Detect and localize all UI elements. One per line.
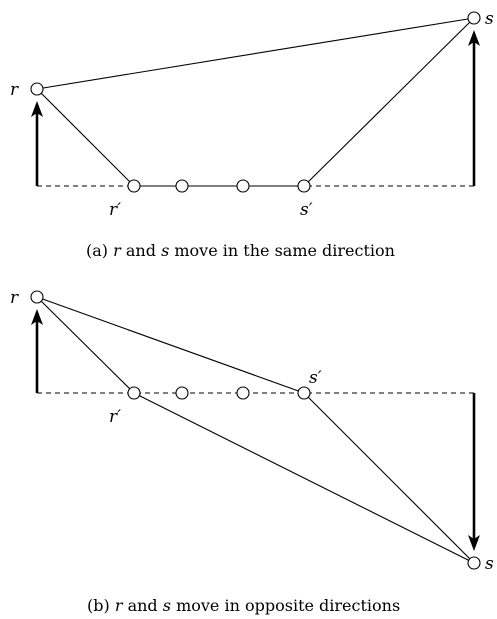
panel-a-caption: (a) r and s move in the same direction (86, 241, 395, 260)
panel-a-arrowhead-s (468, 30, 480, 46)
panel-a-label-r-prime: r′ (109, 200, 121, 220)
panel-b-caption: (b) r and s move in opposite directions (87, 596, 400, 615)
panel-a-caption-tag: (a) (86, 241, 108, 260)
panel-b-label-r: r (10, 288, 19, 308)
panel-b-node-s-prime (297, 386, 311, 400)
panel-a-node-s (467, 11, 481, 25)
panel-b-label-s: s (485, 554, 494, 574)
panel-a-node-intermediate-1 (175, 179, 189, 193)
panel-b-node-r (30, 290, 44, 304)
panel-b-edge-s-prime-s (303, 392, 475, 564)
panel-b-caption-tag: (b) (87, 596, 110, 615)
panel-b-label-s-prime: s′ (309, 368, 322, 388)
panel-b-node-intermediate-1 (175, 386, 189, 400)
panel-a-node-r (30, 82, 44, 96)
panel-a-label-s: s (485, 9, 494, 29)
panel-a-label-r: r (10, 80, 19, 100)
panel-a-caption-var-s: s (161, 241, 169, 260)
panel-b-caption-rest: move in opposite directions (176, 596, 400, 615)
panel-a-edge-r-r-prime (36, 88, 135, 187)
panel-a-caption-rest: move in the same direction (174, 241, 395, 260)
panel-b-edge-r-s-prime (36, 296, 305, 394)
panel-a: r s r′ s′ (a) r and s move in the same d… (10, 9, 494, 260)
panel-b-node-r-prime (127, 386, 141, 400)
panel-b-caption-var-s: s (163, 596, 171, 615)
panel-b-edge-r-prime-s (133, 392, 475, 564)
panel-b-caption-and: and (128, 596, 158, 615)
panel-b-node-intermediate-2 (236, 386, 250, 400)
panel-a-caption-var-r: r (113, 241, 122, 260)
panel-a-arrowhead-r (31, 101, 43, 117)
panel-b-arrowhead-s (468, 535, 480, 551)
panel-a-edge-r-s (36, 17, 475, 90)
panel-a-label-s-prime: s′ (300, 200, 313, 220)
panel-b-edge-r-r-prime (36, 296, 135, 394)
panel-b-caption-var-r: r (115, 596, 124, 615)
panel-b-node-s (467, 556, 481, 570)
panel-b: r s r′ s′ (b) r and s move in opposite d… (10, 288, 494, 615)
panel-b-label-r-prime: r′ (109, 407, 121, 427)
panel-a-node-intermediate-2 (236, 179, 250, 193)
panel-b-arrowhead-r (31, 309, 43, 325)
panel-a-node-s-prime (297, 179, 311, 193)
panel-a-caption-and: and (126, 241, 156, 260)
panel-a-edge-s-prime-s (303, 17, 475, 187)
panel-a-node-r-prime (127, 179, 141, 193)
